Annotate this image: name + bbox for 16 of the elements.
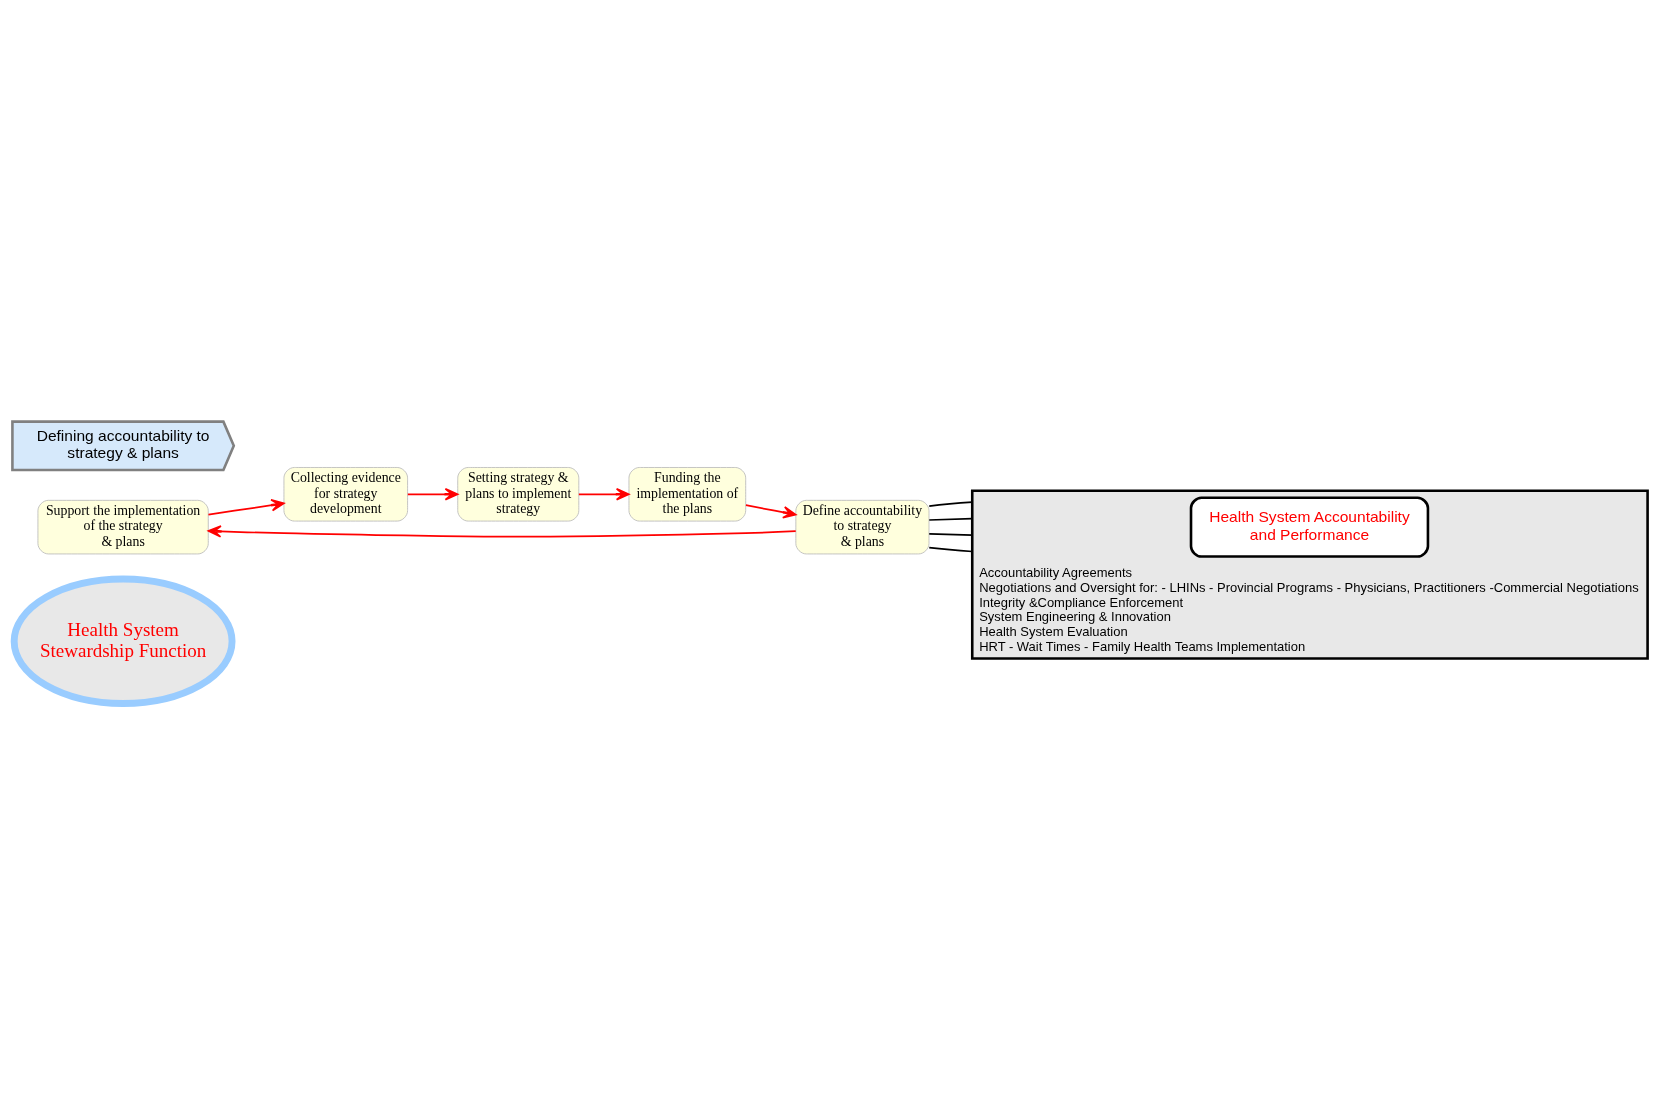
node-box: Funding the implementation of the plans [628,466,747,521]
arrow [406,487,459,501]
node-box: Setting strategy & plans to implement strategy [457,466,580,521]
arrow [577,487,630,501]
connector [928,500,974,507]
connector [928,532,974,536]
node-ellipse: Health System Stewardship Function [10,575,236,707]
node-box: Support the implementation of the strategy & plans [37,499,209,554]
arrow [745,503,797,519]
connector [928,546,974,552]
connector [928,517,974,521]
arrow [207,498,285,515]
node-box: Health System Accountability and Performance [1189,495,1430,558]
node-box: Define accountability to strategy & plans [795,499,930,554]
node-box: Collecting evidence for strategy development [283,466,408,521]
arrow [207,524,797,538]
